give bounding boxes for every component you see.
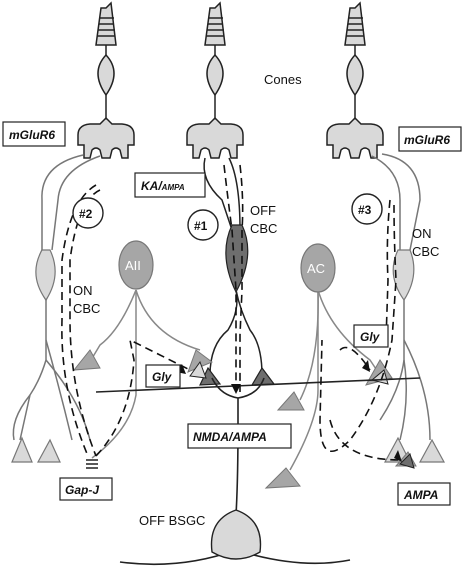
on-cbc-left [12,154,101,441]
box-mglur6-left [2,121,66,147]
label-off-cbc-line2: CBC [250,221,277,236]
label-off-bsgc: OFF BSGC [139,513,205,528]
box-gap-j [59,477,113,501]
label-ac: AC [307,261,325,276]
label-pathway-2: #2 [79,207,93,221]
label-cones: Cones [264,72,302,87]
label-gly-left: Gly [152,370,173,384]
label-gly-right: Gly [360,330,381,344]
box-nmda-ampa [187,423,292,449]
box-ampa [397,482,451,506]
off-bsgc-soma [210,509,262,560]
pathway-3-dashed [319,199,401,461]
label-nmda-ampa: NMDA/AMPA [193,430,267,444]
label-aii: AII [125,258,141,273]
label-off-cbc-line1: OFF [250,203,276,218]
label-ka: KA/ [141,179,163,193]
label-on-cbc-right-line1: ON [412,226,432,241]
on-cbc-right-terminals [383,249,446,463]
ac-amacrine [264,243,417,489]
cone-left [77,1,135,159]
box-gly-right [353,324,389,348]
on-cbc-right [371,153,431,441]
label-mglur6-right: mGluR6 [404,133,450,147]
pathway-2-badge [72,197,104,229]
box-gly-left [145,364,181,388]
on-cbc-left-terminals [11,249,61,463]
label-on-cbc-left-line1: ON [73,283,93,298]
box-mglur6-right [398,126,462,152]
label-ampa: AMPA [403,488,438,502]
label-on-cbc-left-line2: CBC [73,301,100,316]
pathway-1-dashed [223,164,244,392]
label-mglur6-left: mGluR6 [9,128,55,142]
label-gap-j: Gap-J [65,483,99,497]
pathway-3-badge [351,193,383,225]
pathway-1-badge [187,209,219,241]
cone-middle [186,1,244,159]
label-pathway-1: #1 [194,219,208,233]
label-ka-ampa: KA/AMPA [141,179,185,193]
off-cbc [203,157,263,376]
label-on-cbc-right-line2: CBC [412,244,439,259]
label-ka-sub: AMPA [161,183,185,192]
cone-right [326,1,384,159]
gap-junction [86,459,98,469]
box-ka-ampa [134,172,206,198]
label-pathway-3: #3 [358,203,372,217]
